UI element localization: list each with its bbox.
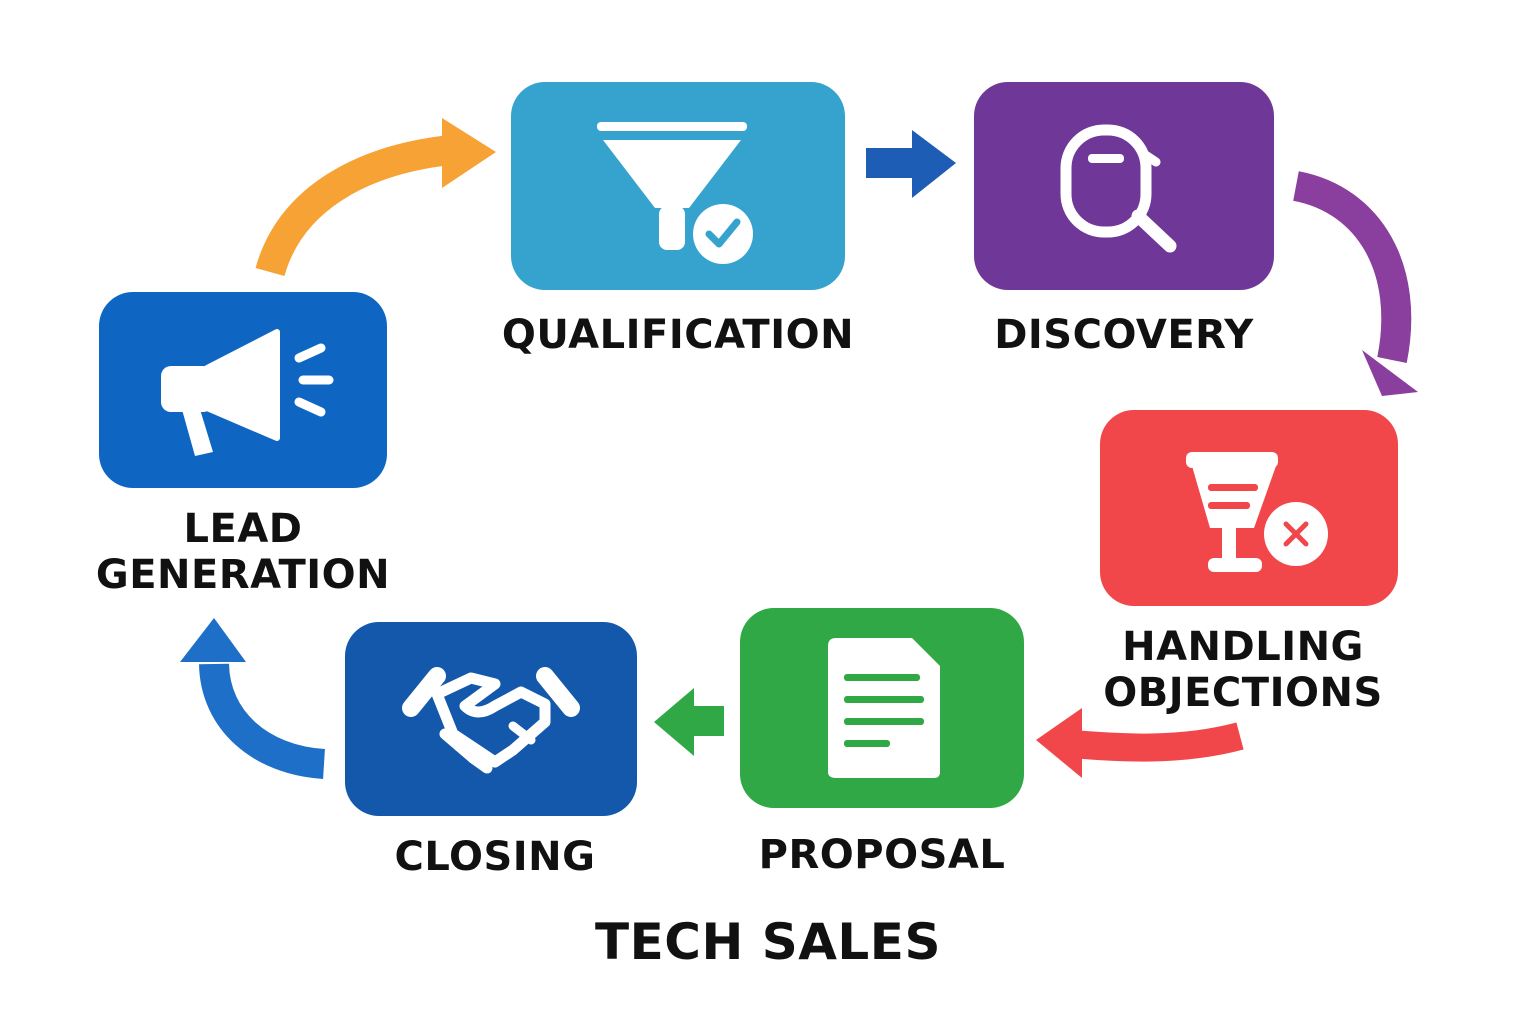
arrow-qualification-to-discovery [866,148,918,178]
closing-tile [345,622,637,816]
lead-generation-tile [99,292,387,488]
closing-label: CLOSING [394,834,596,880]
objection-icon [1186,452,1328,572]
arrow-lead-to-qualification [255,135,452,277]
handling-objections-label-line1: HANDLING [1122,624,1364,670]
arrow-closing-to-lead-head [180,618,246,662]
arrow-discovery-to-objections [1292,171,1412,363]
proposal-label: PROPOSAL [758,832,1006,878]
qualification-label: QUALIFICATION [501,312,855,358]
arrow-closing-to-lead [199,663,326,779]
arrow-objections-to-proposal [1070,722,1244,762]
discovery-label: DISCOVERY [994,312,1254,358]
discovery-tile [974,82,1274,290]
handshake-icon [402,667,580,774]
lead-generation-label-line2: GENERATION [95,552,391,598]
diagram-title: TECH SALES [595,913,941,971]
document-icon [828,638,940,778]
handling-objections-label: HANDLING OBJECTIONS [1078,624,1408,716]
lead-generation-label-line1: LEAD [183,506,303,552]
funnel-check-icon [597,122,753,264]
lead-generation-label: LEAD GENERATION [93,506,393,598]
handling-objections-label-line2: OBJECTIONS [1103,670,1383,716]
arrow-proposal-to-closing-head [654,688,694,756]
qualification-tile [511,82,845,290]
arrow-discovery-to-objections-head [1362,350,1418,396]
arrow-qualification-to-discovery-head [912,130,956,198]
arrow-objections-to-proposal-head [1036,708,1082,778]
handling-objections-tile [1100,410,1398,606]
arrow-lead-to-qualification-head [442,118,496,188]
proposal-tile [740,608,1024,808]
megaphone-icon [161,329,334,456]
magnifier-icon [1060,124,1177,253]
